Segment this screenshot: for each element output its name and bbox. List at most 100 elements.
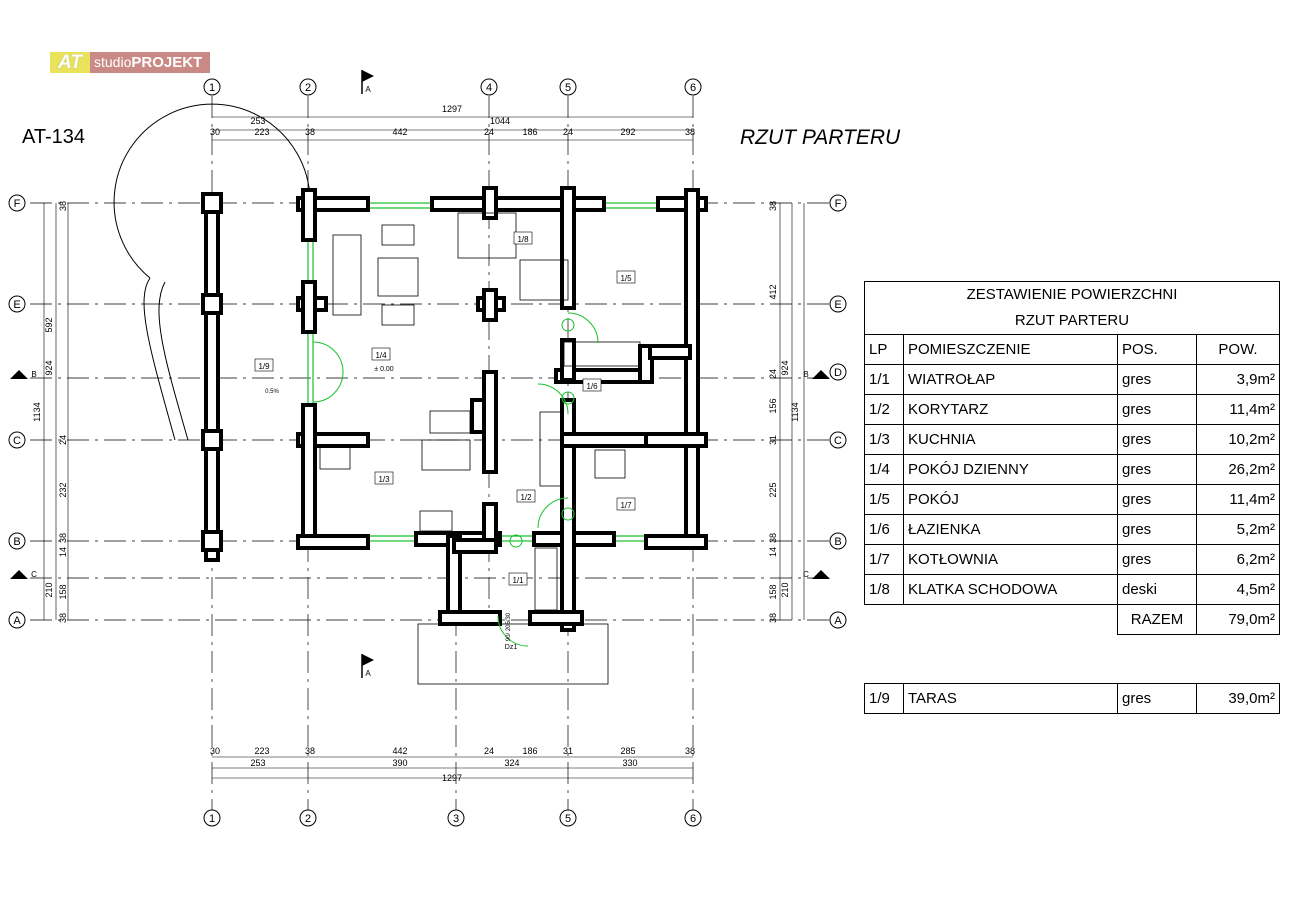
dim-left-inner: 232 [58, 482, 68, 497]
axis-bottom-label: 3 [453, 813, 459, 825]
wall-segment [644, 432, 708, 448]
cell-lp: 1/3 [864, 424, 904, 455]
dim-left-inner: 38 [58, 533, 68, 543]
cell-lp: 1/1 [864, 364, 904, 395]
dim-bottom: 31 [563, 746, 573, 756]
section-b-left-label: B [31, 370, 36, 379]
dim-bottom: 186 [522, 746, 537, 756]
dim-bottom-2: 324 [504, 758, 519, 768]
wall-segment [560, 432, 648, 448]
wall-segment [204, 194, 220, 562]
room-tag-box [582, 378, 602, 392]
axis-right-label: E [834, 299, 841, 311]
room-label: 1/1 [512, 576, 524, 585]
axis-top [203, 78, 221, 96]
dim-top: 24 [563, 127, 573, 137]
axis-right [829, 431, 847, 449]
table-title-line2: RZUT PARTERU [1014, 312, 1130, 329]
cell-name: KLATKA SCHODOWA [903, 574, 1118, 605]
terrace-name: TARAS [903, 683, 1118, 714]
axis-bottom [684, 809, 702, 827]
section-b-right-label: B [803, 370, 808, 379]
axis-bottom-label: 1 [209, 813, 215, 825]
dim-bottom: 223 [254, 746, 269, 756]
wall-segment [648, 344, 692, 360]
logo-studio-text: studio [94, 54, 132, 70]
cell-name: POKÓJ [903, 484, 1118, 515]
room-tag-box [616, 270, 636, 284]
section-a-bottom-label: A [365, 669, 371, 678]
section-b-right [812, 370, 830, 379]
cell-name: KORYTARZ [903, 394, 1118, 425]
axis-left [8, 611, 26, 629]
room-tag-box [513, 231, 533, 245]
wall-segment [301, 280, 317, 334]
dim-right-inner: 225 [768, 482, 778, 497]
wall-segment [301, 188, 317, 242]
cell-pos: gres [1117, 484, 1197, 515]
dim-253-top: 253 [250, 116, 265, 126]
dim-left-inner: 38 [58, 201, 68, 211]
walls [201, 186, 708, 632]
axis-top-label: 2 [305, 82, 311, 94]
cell-pos: gres [1117, 394, 1197, 425]
axis-bottom-label: 6 [690, 813, 696, 825]
total-value: 79,0m² [1196, 604, 1280, 635]
dim-bottom-2: 253 [250, 758, 265, 768]
cell-area: 6,2m² [1196, 544, 1280, 575]
wall-segment [560, 338, 576, 382]
room-label: 1/6 [586, 382, 598, 391]
cell-name: WIATROŁAP [903, 364, 1118, 395]
axis-right-label: F [835, 198, 842, 210]
room-label: 1/8 [517, 235, 529, 244]
axis-left-label: B [13, 536, 20, 548]
level-label: ± 0.00 [374, 366, 394, 373]
wall-segment [470, 398, 486, 434]
dim-left-mid: 924 [44, 360, 54, 375]
axis-bottom [203, 809, 221, 827]
axis-bottom [299, 809, 317, 827]
section-c-left [10, 570, 28, 579]
dim-right-inner: 412 [768, 284, 778, 299]
dim-bottom: 30 [210, 746, 220, 756]
cell-pos: gres [1117, 364, 1197, 395]
terrace-pos: gres [1117, 683, 1197, 714]
dim-top: 186 [522, 127, 537, 137]
total-label: RAZEM [1117, 604, 1197, 635]
axis-left [8, 194, 26, 212]
axis-left-label: E [13, 299, 20, 311]
room-tag-box [616, 497, 636, 511]
section-a-top [362, 70, 374, 82]
column-post [201, 429, 223, 451]
wall-segment [482, 186, 498, 220]
dim-left-inner: 38 [58, 613, 68, 623]
section-a-bottom [362, 654, 374, 666]
cell-name: KUCHNIA [903, 424, 1118, 455]
axis-right [829, 363, 847, 381]
doors [312, 312, 599, 647]
axis-right-label: B [834, 536, 841, 548]
cell-area: 5,2m² [1196, 514, 1280, 545]
section-c-right [812, 570, 830, 579]
dim-bottom: 38 [305, 746, 315, 756]
axis-top [480, 78, 498, 96]
axis-right [829, 295, 847, 313]
cell-name: ŁAZIENKA [903, 514, 1118, 545]
room-label: 1/7 [620, 501, 632, 510]
dim-bottom-2: 390 [392, 758, 407, 768]
dim-right-inner: 156 [768, 398, 778, 413]
dim-right-outer: 1134 [790, 402, 800, 421]
dim-top: 24 [484, 127, 494, 137]
dim-bottom-2: 330 [622, 758, 637, 768]
room-label: 1/5 [620, 274, 632, 283]
dim-sub-top: 1044 [490, 116, 510, 126]
dim-top: 38 [685, 127, 695, 137]
col-area: POW. [1196, 334, 1280, 365]
terrace-lp: 1/9 [864, 683, 904, 714]
logo-projekt-text: PROJEKT [131, 54, 203, 71]
room-tag-box [508, 572, 528, 586]
